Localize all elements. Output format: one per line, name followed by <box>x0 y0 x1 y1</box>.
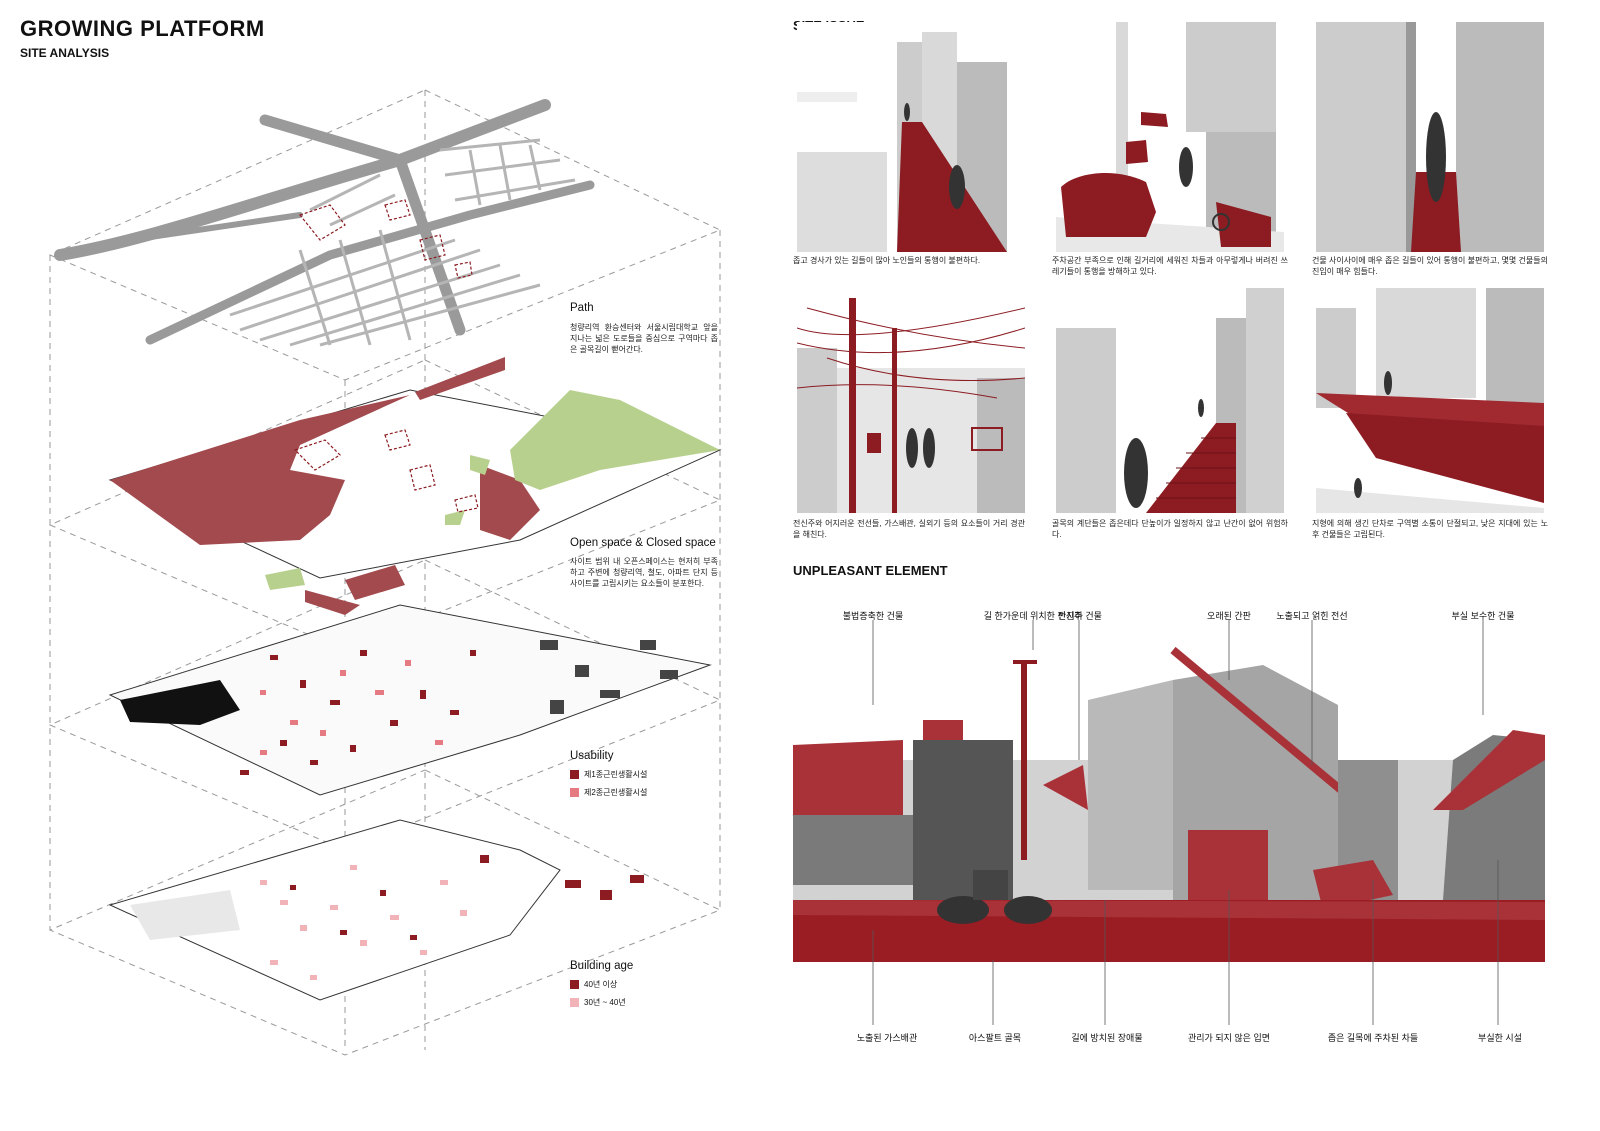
annotation-bottom-1: 노출된 가스배관 <box>856 1033 918 1043</box>
page-title: GROWING PLATFORM <box>20 16 265 41</box>
layer-desc-path: 청량리역 환승센터와 서울시립대학교 앞을 지나는 넓은 도로들을 중심으로 구… <box>570 323 718 354</box>
building-age-legend: 40년 이상 30년 ~ 40년 <box>570 978 626 1008</box>
steep-alley-illustration <box>797 32 1007 252</box>
legend-swatch <box>570 769 579 779</box>
layered-site-diagram <box>48 89 722 1056</box>
annotation-bottom-6: 부실한 시설 <box>1478 1033 1522 1043</box>
site-issue-caption-6: 지형에 의해 생긴 단차로 구역별 소통이 단절되고, 낮은 지대에 있는 노후… <box>1312 519 1548 539</box>
terrain-gap-illustration <box>1316 288 1544 513</box>
stairs-illustration <box>1056 288 1284 513</box>
legend-item: 30년 ~ 40년 <box>570 996 626 1008</box>
site-issue-panel-6 <box>1316 288 1544 513</box>
usability-layer <box>108 604 712 796</box>
legend-item: 제2종근린생활시설 <box>570 786 647 798</box>
layer-title-usability: Usability <box>570 750 614 762</box>
site-issue-caption-2: 주차공간 부족으로 인해 길거리에 세워진 차들과 아무렇게나 버려진 쓰레기들… <box>1052 256 1288 276</box>
layer-title-open-space: Open space & Closed space <box>570 537 716 549</box>
power-lines-illustration <box>797 298 1025 513</box>
site-issue-panel-3 <box>1316 22 1544 252</box>
legend-item: 40년 이상 <box>570 978 626 990</box>
annotation-bottom-5: 좁은 길목에 주차된 차들 <box>1327 1033 1419 1043</box>
annotation-leaders <box>872 620 1499 1025</box>
legend-swatch <box>570 787 579 797</box>
layer-desc-open-space: 사이트 범위 내 오픈스페이스는 현저히 부족하고 주변에 청량리역, 철도, … <box>570 557 718 588</box>
legend-swatch <box>570 979 579 989</box>
site-issue-caption-1: 좁고 경사가 있는 길들이 많아 노인들의 통행이 불편하다. <box>793 256 981 265</box>
legend-swatch <box>570 997 579 1007</box>
site-issue-panel-4 <box>797 288 1025 513</box>
annotation-bottom-2: 아스팔트 골목 <box>968 1033 1022 1043</box>
narrow-passage-illustration <box>1316 22 1544 252</box>
path-layer <box>54 99 595 347</box>
street-montage-illustration <box>793 640 1545 962</box>
annotation-bottom-3: 길에 방치된 장애물 <box>1071 1033 1143 1043</box>
building-age-layer <box>108 819 644 1001</box>
usability-legend: 제1종근린생활시설 제2종근린생활시설 <box>570 768 647 798</box>
annotation-top-6: 부실 보수한 건물 <box>1451 611 1515 621</box>
site-issue-panel-5 <box>1056 288 1284 513</box>
layer-title-path: Path <box>570 302 594 314</box>
page-subtitle: SITE ANALYSIS <box>20 46 110 60</box>
annotation-top-1: 불법증축한 건물 <box>842 611 904 621</box>
open-closed-space-layer <box>108 357 722 615</box>
site-issue-panel-2 <box>1056 22 1284 252</box>
site-issue-caption-5: 골목의 계단들은 좁은데다 단높이가 일정하지 않고 난간이 없어 위험하다. <box>1052 519 1288 539</box>
layer-title-building-age: Building age <box>570 960 634 972</box>
annotation-bottom-4: 관리가 되지 않은 입면 <box>1187 1033 1271 1043</box>
site-issue-caption-4: 전신주와 어지러운 전선들, 가스배관, 실외기 등의 요소들이 거리 경관을 … <box>793 519 1025 539</box>
legend-item: 제1종근린생활시설 <box>570 768 647 780</box>
annotation-top-2: 길 한가운데 위치한 전신주 <box>983 611 1083 621</box>
annotation-top-3: 반지하 건물 <box>1058 611 1102 621</box>
site-issue-caption-3: 건물 사이사이에 매우 좁은 길들이 있어 통행이 불편하고, 몇몇 건물들의 … <box>1312 256 1548 276</box>
annotation-top-5: 노출되고 얽힌 전선 <box>1276 611 1348 621</box>
parked-cars-illustration <box>1056 22 1284 252</box>
site-issue-panel-1 <box>797 22 1025 252</box>
unpleasant-element-title: UNPLEASANT ELEMENT <box>793 563 948 578</box>
annotation-top-4: 오래된 간판 <box>1207 611 1251 621</box>
